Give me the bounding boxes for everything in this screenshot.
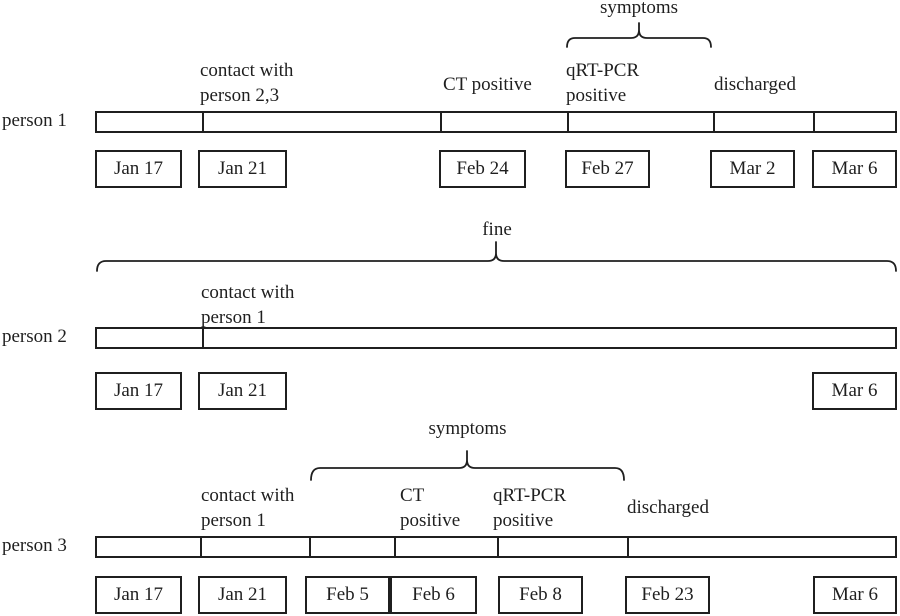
p1-date-mar-2: Mar 2 — [710, 150, 795, 188]
annotation-line: CT — [400, 485, 425, 506]
p1-date-feb-24: Feb 24 — [439, 150, 526, 188]
person-2-timeline-bar — [95, 327, 897, 349]
segment-divider — [202, 113, 204, 131]
person-3-label: person 3 — [2, 535, 67, 556]
p2-date-mar-6: Mar 6 — [812, 372, 897, 410]
person-3-timeline-bar — [95, 536, 897, 558]
person-3-discharged-annotation: discharged — [627, 495, 709, 520]
brace-path — [566, 22, 712, 48]
person-3-symptoms-brace — [310, 450, 625, 481]
person-1-label: person 1 — [2, 110, 67, 131]
annotation-line: contact with — [201, 282, 295, 303]
person-2-fine-brace — [96, 241, 897, 272]
brace-path — [96, 241, 897, 272]
person-1-ct-annotation: CT positive — [443, 72, 532, 97]
annotation-line: qRT-PCR — [566, 60, 640, 81]
segment-divider — [713, 113, 715, 131]
segment-divider — [627, 538, 629, 556]
segment-divider — [202, 329, 204, 347]
segment-divider — [813, 113, 815, 131]
segment-divider — [200, 538, 202, 556]
person-1-contact-annotation: contact with person 2,3 — [200, 58, 293, 108]
segment-divider — [497, 538, 499, 556]
person-1-symptoms-brace-label: symptoms — [599, 0, 679, 18]
segment-divider — [567, 113, 569, 131]
person-2-fine-brace-label: fine — [482, 219, 512, 240]
p1-date-mar-6: Mar 6 — [812, 150, 897, 188]
annotation-line: person 1 — [201, 510, 266, 531]
annotation-line: positive — [400, 510, 461, 531]
annotation-line: CT positive — [443, 74, 532, 95]
p3-date-feb-8: Feb 8 — [498, 576, 583, 614]
person-2-contact-annotation: contact with person 1 — [201, 280, 294, 330]
annotation-line: person 1 — [201, 307, 266, 328]
p1-date-jan-21: Jan 21 — [198, 150, 287, 188]
p3-date-feb-5: Feb 5 — [305, 576, 390, 614]
p2-date-jan-21: Jan 21 — [198, 372, 287, 410]
p3-date-jan-21: Jan 21 — [198, 576, 287, 614]
annotation-line: qRT-PCR — [493, 485, 567, 506]
segment-divider — [309, 538, 311, 556]
person-3-ct-annotation: CT positive — [400, 483, 460, 533]
person-1-timeline-bar — [95, 111, 897, 133]
annotation-line: person 2,3 — [200, 85, 280, 106]
person-3-contact-annotation: contact with person 1 — [201, 483, 294, 533]
p3-date-jan-17: Jan 17 — [95, 576, 182, 614]
brace-path — [310, 450, 625, 481]
annotation-line: positive — [566, 85, 627, 106]
annotation-line: positive — [493, 510, 554, 531]
annotation-line: contact with — [200, 60, 294, 81]
person-1-qrtpcr-annotation: qRT-PCR positive — [566, 58, 639, 108]
annotation-line: discharged — [627, 497, 709, 518]
person-2-label: person 2 — [2, 326, 67, 347]
segment-divider — [440, 113, 442, 131]
annotation-line: discharged — [714, 74, 796, 95]
segment-divider — [394, 538, 396, 556]
p1-date-feb-27: Feb 27 — [565, 150, 650, 188]
person-1-discharged-annotation: discharged — [714, 72, 796, 97]
p1-date-jan-17: Jan 17 — [95, 150, 182, 188]
person-1-symptoms-brace — [566, 22, 712, 48]
p3-date-mar-6: Mar 6 — [813, 576, 897, 614]
person-3-symptoms-brace-label: symptoms — [428, 418, 507, 439]
person-3-qrtpcr-annotation: qRT-PCR positive — [493, 483, 566, 533]
p3-date-feb-23: Feb 23 — [625, 576, 710, 614]
p3-date-feb-6: Feb 6 — [390, 576, 477, 614]
p2-date-jan-17: Jan 17 — [95, 372, 182, 410]
annotation-line: contact with — [201, 485, 295, 506]
